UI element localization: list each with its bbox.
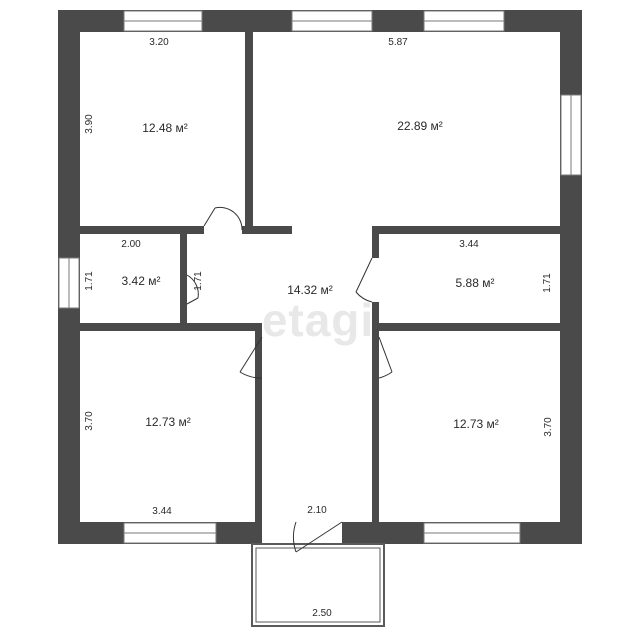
- dim-living-room-width: 5.87: [388, 37, 408, 48]
- porch-outline: [251, 543, 385, 627]
- dim-hallway-width: 2.10: [307, 505, 327, 516]
- interior-walls: [80, 32, 560, 522]
- dim-bedroom-bottom-right-height: 3.70: [543, 417, 554, 437]
- area-bedroom-top-left: 12.48 м²: [142, 121, 188, 135]
- window-sash-lines: [68, 20, 572, 534]
- dim-bedroom-top-left-width: 3.20: [149, 37, 169, 48]
- dim-bedroom-bottom-left-width: 3.44: [152, 506, 172, 517]
- dim-bedroom-bottom-left-height: 3.70: [84, 411, 95, 431]
- dim-bathroom-right-width: 3.44: [459, 239, 479, 250]
- area-living-room: 22.89 м²: [397, 119, 443, 133]
- dim-bathroom-small-height: 1.71: [84, 271, 95, 291]
- entrance-opening: [262, 521, 342, 545]
- area-hallway: 14.32 м²: [287, 283, 333, 297]
- dim-bathroom-small-width: 2.00: [121, 239, 141, 250]
- area-bathroom-small: 3.42 м²: [121, 274, 161, 288]
- door-swings: [186, 206, 393, 553]
- area-bathroom-right: 5.88 м²: [455, 276, 495, 290]
- watermark: etagi: [261, 294, 375, 346]
- area-bedroom-bottom-right: 12.73 м²: [453, 417, 499, 431]
- dim-bedroom-top-left-height: 3.90: [84, 114, 95, 134]
- dim-bathroom-right-height: 1.71: [542, 273, 553, 293]
- area-bedroom-bottom-left: 12.73 м²: [145, 415, 191, 429]
- dim-bathroom-small-height-inner: 1.71: [193, 271, 204, 291]
- dim-porch-width: 2.50: [312, 608, 332, 619]
